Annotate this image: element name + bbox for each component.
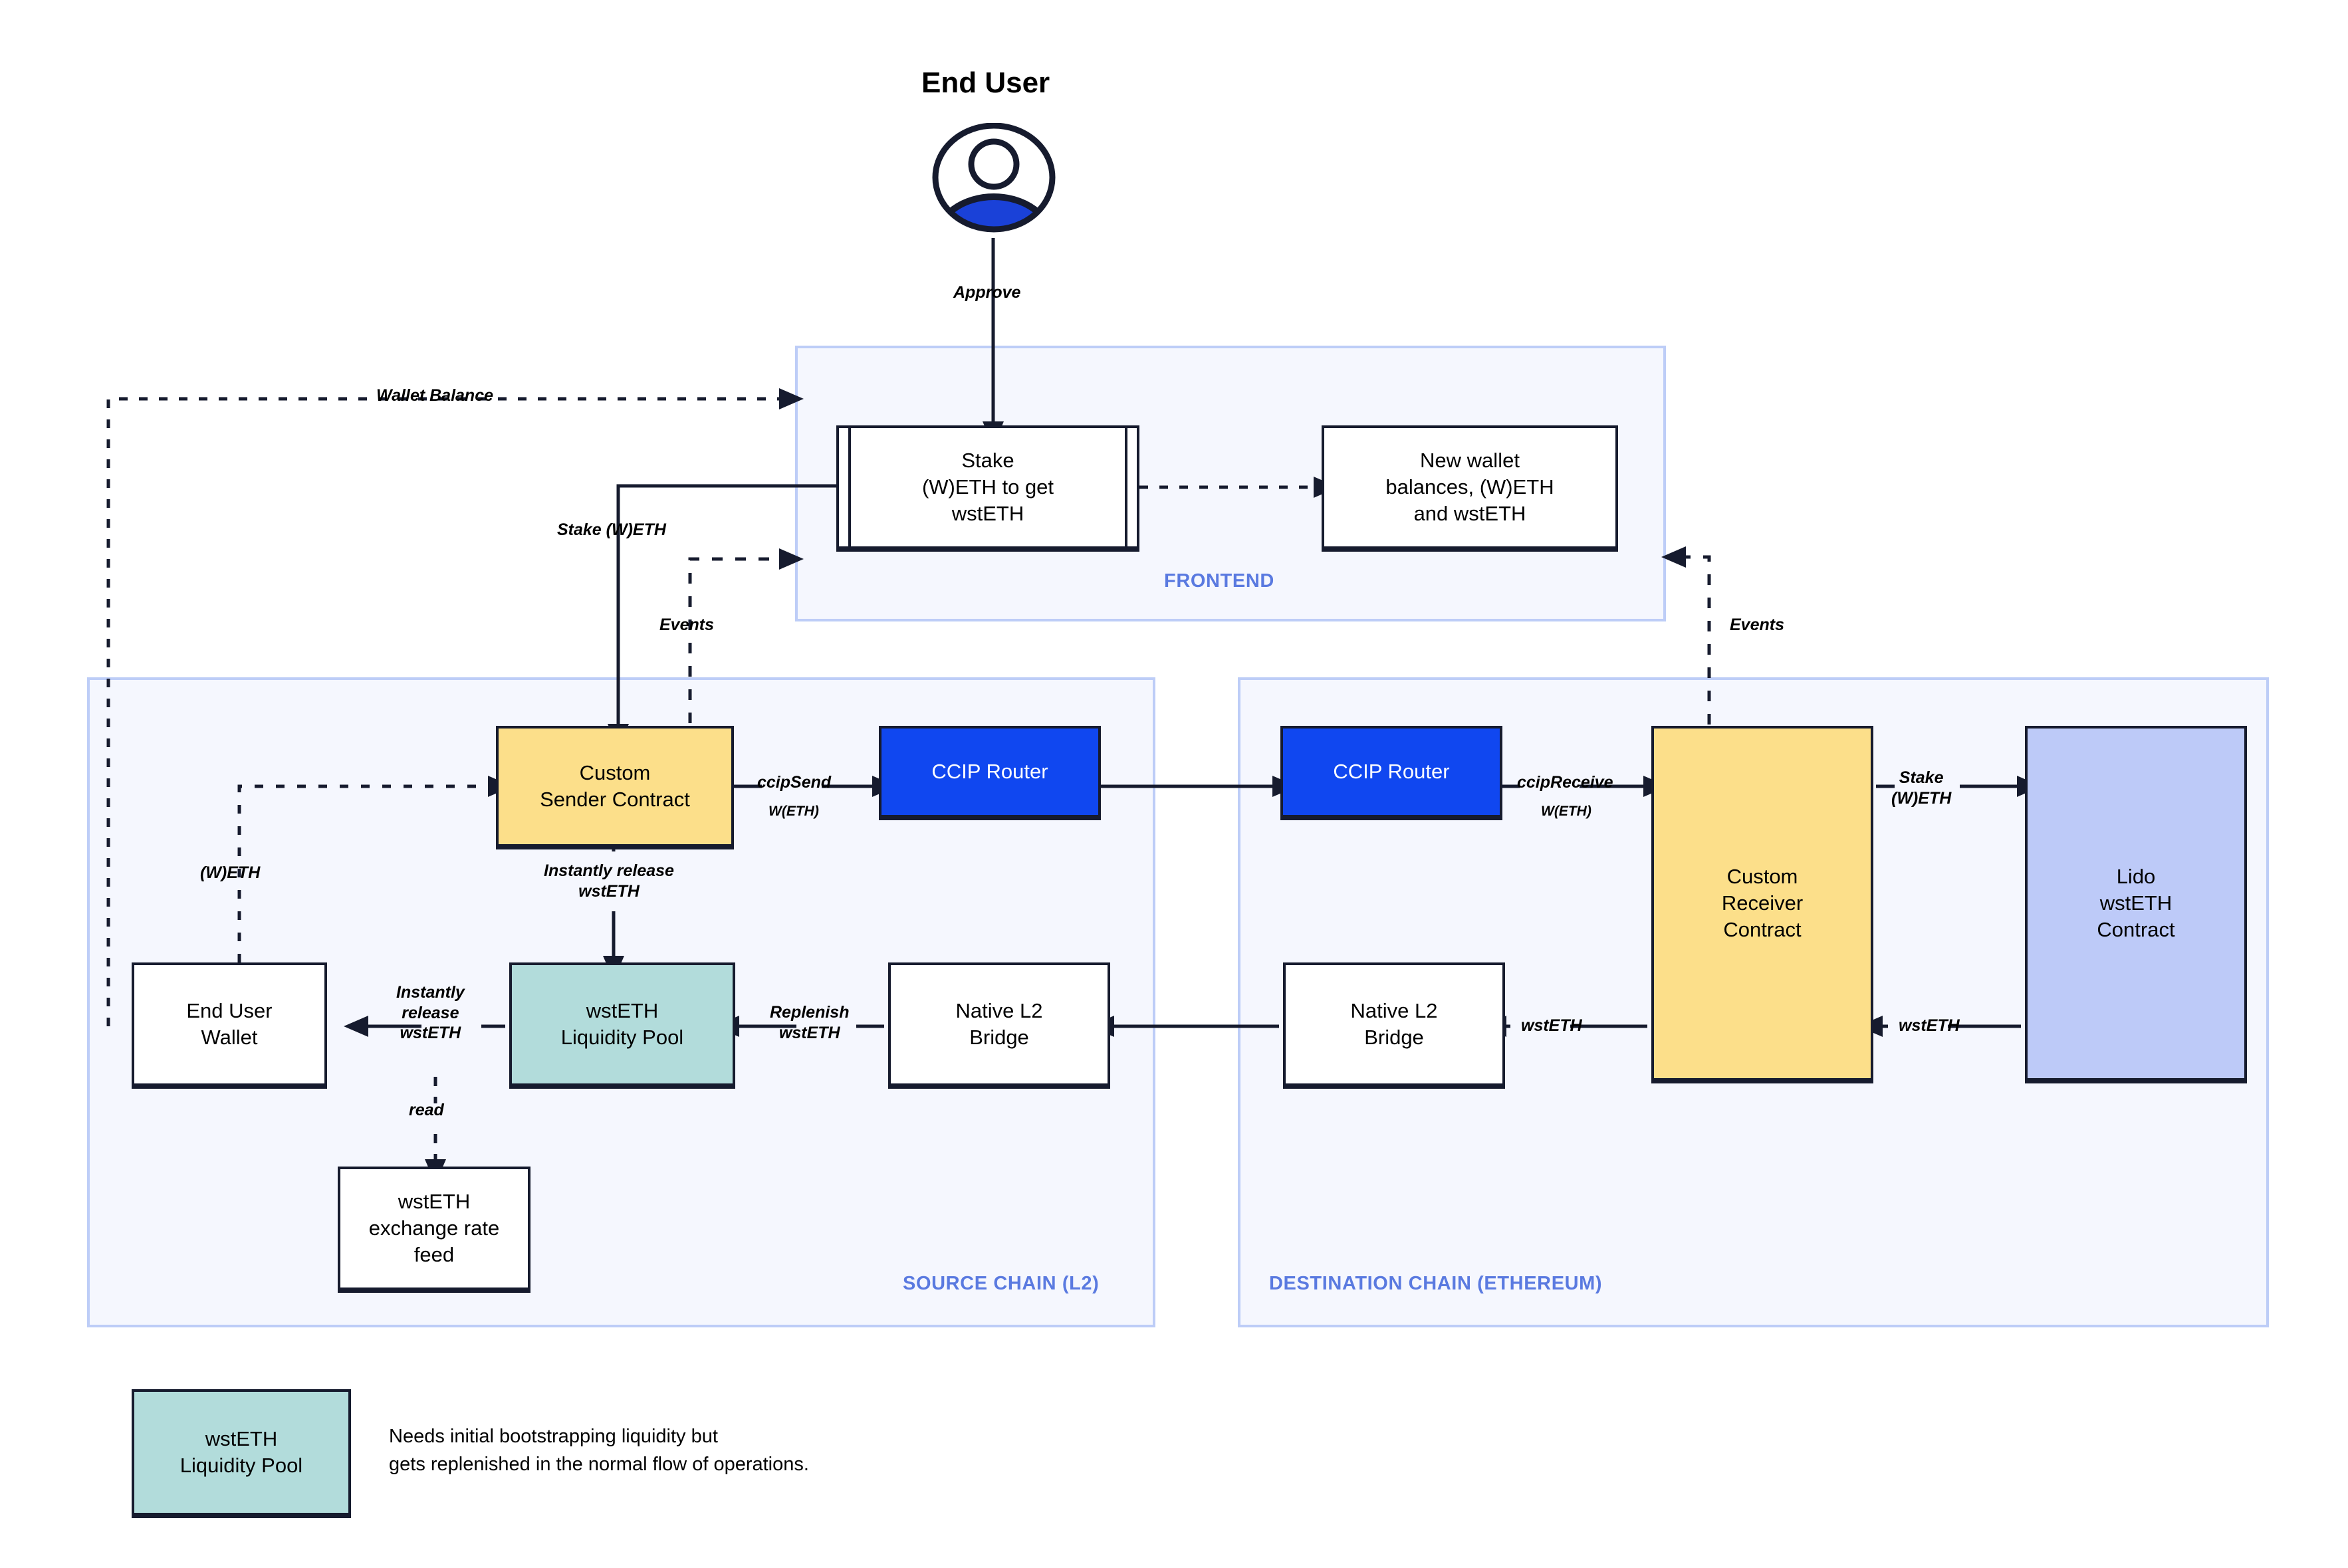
edge-label-ccip-send-sub: W(ETH) xyxy=(768,804,819,819)
node-native-bridge-source[interactable]: Native L2 Bridge xyxy=(888,962,1110,1086)
edge-label-wsteth-right: wstETH xyxy=(1899,1016,1960,1035)
node-ccip-router-source-label: CCIP Router xyxy=(931,759,1048,783)
node-stake-form[interactable]: Stake (W)ETH to get wstETH xyxy=(836,425,1139,549)
edge-label-ccip-receive-sub: W(ETH) xyxy=(1541,804,1591,819)
user-avatar-icon xyxy=(932,123,1056,233)
edge-label-approve: Approve xyxy=(953,283,1021,302)
node-new-balances[interactable]: New wallet balances, (W)ETH and wstETH xyxy=(1322,425,1618,549)
node-end-user-wallet-label: End User Wallet xyxy=(186,998,273,1049)
panel-label-source-chain: SOURCE CHAIN (L2) xyxy=(903,1273,1100,1294)
legend-swatch-label: wstETH Liquidity Pool xyxy=(179,1426,303,1477)
node-native-bridge-destination-label: Native L2 Bridge xyxy=(1350,998,1438,1049)
node-sender-contract-label: Custom Sender Contract xyxy=(540,760,690,811)
node-rate-feed-label: wstETH exchange rate feed xyxy=(368,1189,500,1267)
edge-label-instantly-release-wallet: Instantly release wstETH xyxy=(396,983,465,1042)
node-lido-contract[interactable]: Lido wstETH Contract xyxy=(2025,726,2247,1081)
edge-label-ccip-receive: ccipReceive xyxy=(1517,773,1613,792)
panel-label-frontend: FRONTEND xyxy=(1164,570,1274,592)
edge-label-stake-weth: Stake (W)ETH xyxy=(557,520,666,539)
node-receiver-contract-label: Custom Receiver Contract xyxy=(1721,864,1804,942)
edge-label-stake-weth-destination: Stake (W)ETH xyxy=(1891,768,1952,808)
edge-label-weth-left: (W)ETH xyxy=(200,863,261,882)
page-title: End User xyxy=(921,66,1050,99)
node-rate-feed[interactable]: wstETH exchange rate feed xyxy=(338,1167,530,1290)
edge-label-instantly-release: Instantly release wstETH xyxy=(544,861,674,901)
node-native-bridge-destination[interactable]: Native L2 Bridge xyxy=(1283,962,1505,1086)
edge-label-replenish: Replenish wstETH xyxy=(770,1003,850,1042)
edge-label-events-right: Events xyxy=(1730,616,1784,634)
legend-note: Needs initial bootstrapping liquidity bu… xyxy=(389,1426,809,1476)
edge-label-read: read xyxy=(409,1101,444,1119)
node-lido-contract-label: Lido wstETH Contract xyxy=(2097,864,2175,942)
edge-label-ccip-send: ccipSend xyxy=(757,773,832,792)
edge-label-events-left: Events xyxy=(659,616,714,634)
edge-label-wsteth-middle: wstETH xyxy=(1521,1016,1582,1035)
node-ccip-router-destination[interactable]: CCIP Router xyxy=(1280,726,1502,818)
node-stake-form-label: Stake (W)ETH to get wstETH xyxy=(921,448,1054,526)
panel-label-destination-chain: DESTINATION CHAIN (ETHEREUM) xyxy=(1269,1273,1603,1294)
node-new-balances-label: New wallet balances, (W)ETH and wstETH xyxy=(1385,448,1554,526)
node-liquidity-pool[interactable]: wstETH Liquidity Pool xyxy=(509,962,735,1086)
node-ccip-router-destination-label: CCIP Router xyxy=(1333,759,1450,783)
node-end-user-wallet[interactable]: End User Wallet xyxy=(132,962,327,1086)
node-ccip-router-source[interactable]: CCIP Router xyxy=(879,726,1101,818)
node-receiver-contract[interactable]: Custom Receiver Contract xyxy=(1651,726,1873,1081)
edge-label-wallet-balance: Wallet Balance xyxy=(376,386,494,405)
node-native-bridge-source-label: Native L2 Bridge xyxy=(955,998,1043,1049)
node-sender-contract[interactable]: Custom Sender Contract xyxy=(496,726,734,847)
legend-swatch-liquidity-pool: wstETH Liquidity Pool xyxy=(132,1389,351,1515)
node-liquidity-pool-label: wstETH Liquidity Pool xyxy=(560,998,684,1049)
